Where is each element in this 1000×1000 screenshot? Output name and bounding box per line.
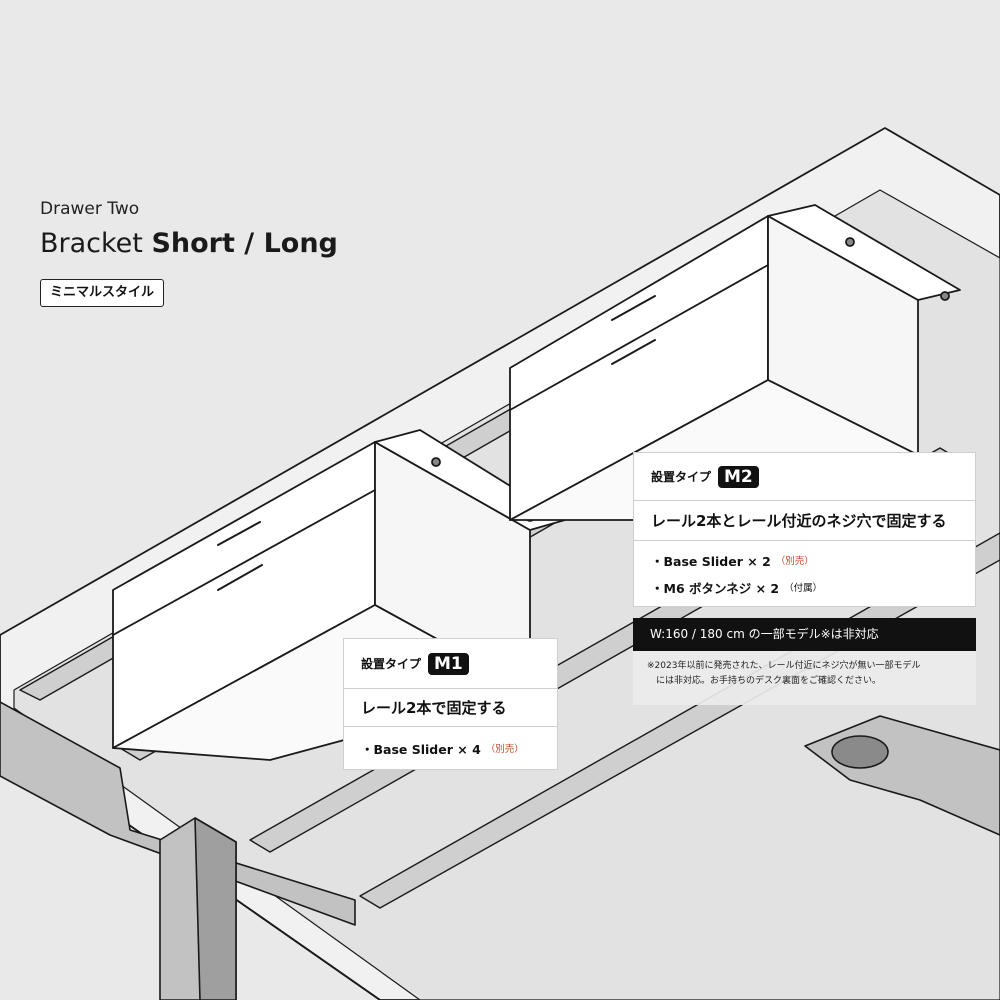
compatibility-footnote: ※2023年以前に発売された、レール付近にネジ穴が無い一部モデル には非対応。お… bbox=[633, 651, 976, 705]
part-item: ・Base Slider × 2 （別売） bbox=[651, 547, 814, 574]
part-note: （付属） bbox=[784, 583, 823, 594]
install-method: レール2本で固定する bbox=[361, 699, 507, 717]
style-tag: ミニマルスタイル bbox=[40, 279, 165, 307]
type-badge: M2 bbox=[718, 465, 759, 488]
type-label: 設置タイプ bbox=[361, 657, 422, 671]
method-row: レール2本とレール付近のネジ穴で固定する bbox=[634, 501, 975, 541]
method-row: レール2本で固定する bbox=[344, 689, 557, 727]
desk-frame bbox=[0, 701, 1000, 1000]
type-header: 設置タイプ M2 bbox=[634, 453, 975, 501]
product-title: Bracket Short / Long bbox=[40, 228, 338, 259]
part-text: ・Base Slider × 2 bbox=[651, 553, 771, 569]
type-badge: M1 bbox=[428, 652, 469, 675]
title-regular: Bracket bbox=[40, 228, 152, 259]
install-type-m1-card: 設置タイプ M1 レール2本で固定する ・Base Slider × 4 （別売… bbox=[343, 638, 558, 770]
bracket-m2 bbox=[509, 204, 961, 521]
parts-list: ・Base Slider × 2 （別売） ・M6 ボタンネジ × 2 （付属） bbox=[634, 541, 975, 606]
footnote-line: ※2023年以前に発売された、レール付近にネジ穴が無い一部モデル bbox=[647, 661, 921, 671]
install-type-m2-card: 設置タイプ M2 レール2本とレール付近のネジ穴で固定する ・Base Slid… bbox=[633, 452, 976, 607]
title-bold: Short / Long bbox=[151, 228, 338, 259]
type-label: 設置タイプ bbox=[651, 470, 712, 484]
install-method: レール2本とレール付近のネジ穴で固定する bbox=[651, 512, 947, 530]
parts-list: ・Base Slider × 4 （別売） bbox=[344, 727, 557, 769]
part-item: ・Base Slider × 4 （別売） bbox=[361, 735, 524, 762]
compatibility-notice: W:160 / 180 cm の一部モデル※は非対応 bbox=[633, 618, 976, 651]
product-subtitle: Drawer Two bbox=[40, 199, 140, 219]
part-item: ・M6 ボタンネジ × 2 （付属） bbox=[651, 574, 822, 601]
part-note: （別売） bbox=[485, 744, 524, 755]
footnote-line: には非対応。お手持ちのデスク裏面をご確認ください。 bbox=[647, 676, 882, 686]
type-header: 設置タイプ M1 bbox=[344, 639, 557, 689]
part-text: ・M6 ボタンネジ × 2 bbox=[651, 580, 780, 596]
part-note: （別売） bbox=[775, 556, 814, 567]
part-text: ・Base Slider × 4 bbox=[361, 741, 481, 757]
